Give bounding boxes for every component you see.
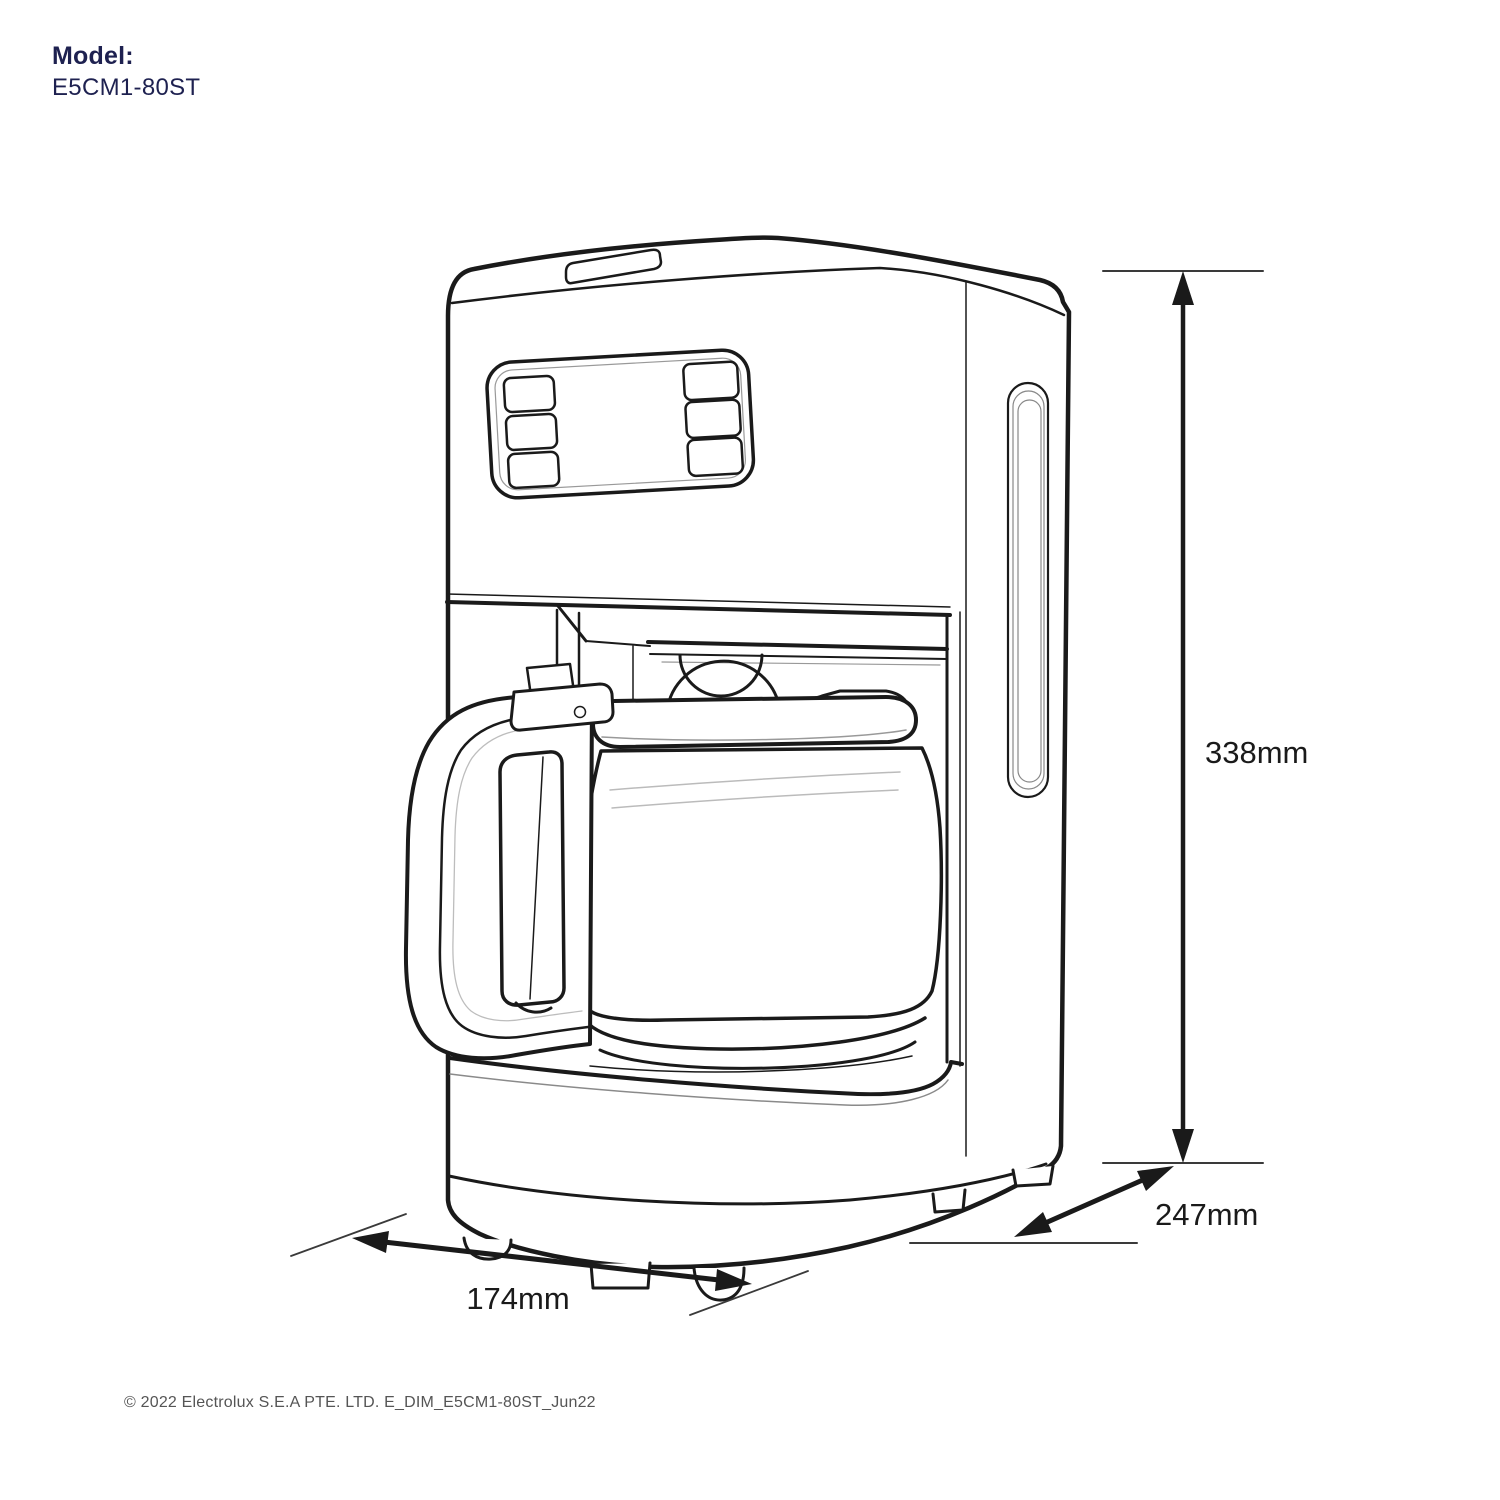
model-label: Model: <box>52 42 134 70</box>
height-dimension: 338mm <box>1102 270 1308 1164</box>
depth-arrow-shaft <box>1040 1176 1148 1227</box>
arrowhead-down <box>1172 1129 1194 1163</box>
dimension-annotations: 338mm 247mm 174mm <box>290 270 1308 1316</box>
arrowhead <box>352 1231 389 1253</box>
depth-label: 247mm <box>1155 1197 1258 1232</box>
warming-plate-edge <box>589 1055 913 1073</box>
extension-tick <box>290 1213 407 1257</box>
coffee-maker-drawing <box>403 235 1072 1302</box>
model-block: Model: E5CM1-80ST <box>52 42 200 101</box>
carafe-bottom-band <box>598 1040 917 1070</box>
shower-dome-large <box>665 659 781 713</box>
width-label: 174mm <box>466 1281 569 1316</box>
control-panel-frame <box>485 348 756 500</box>
carafe-alcove <box>555 281 967 1157</box>
carafe-bottom-band <box>583 1016 927 1051</box>
arrowhead <box>1137 1166 1174 1191</box>
copyright-text: © 2022 Electrolux S.E.A PTE. LTD. E_DIM_… <box>124 1394 596 1411</box>
lid-clamp <box>509 662 615 732</box>
panel-button <box>506 450 561 490</box>
top-slot <box>564 248 663 285</box>
arrowhead-up <box>1172 271 1194 305</box>
top-rim-line <box>450 266 1066 317</box>
front-block-bottom-edge <box>446 593 951 608</box>
width-arrow-shaft <box>381 1239 722 1283</box>
width-dimension: 174mm <box>290 1213 809 1316</box>
glass-carafe <box>575 695 944 1073</box>
clamp-screw <box>573 705 587 719</box>
panel-button <box>684 398 742 440</box>
panel-button <box>682 360 740 402</box>
height-label: 338mm <box>1205 735 1308 770</box>
panel-button <box>686 436 745 478</box>
depth-dimension: 247mm <box>909 1166 1258 1244</box>
base-notch <box>931 1188 967 1214</box>
glass-shine <box>611 789 899 809</box>
base-top-edge <box>448 1056 964 1097</box>
panel-button <box>504 412 559 452</box>
water-level-window <box>1006 381 1050 799</box>
arrowhead <box>1014 1212 1052 1237</box>
extension-tick <box>689 1270 809 1316</box>
handle-grip-cutout <box>498 750 566 1007</box>
base-foot <box>1011 1164 1055 1188</box>
base-rim-line <box>447 1162 1048 1206</box>
control-panel <box>485 348 756 500</box>
carafe-handle <box>403 693 594 1061</box>
glass-shine <box>609 771 901 791</box>
front-block-bottom-edge-thick <box>445 600 952 617</box>
model-number: E5CM1-80ST <box>52 73 201 101</box>
panel-button <box>502 374 557 414</box>
arrowhead <box>715 1269 752 1291</box>
